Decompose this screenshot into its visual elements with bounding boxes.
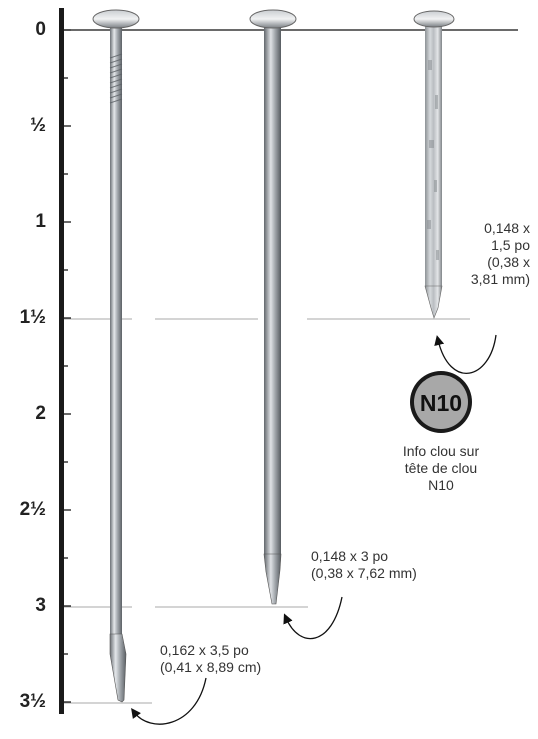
nail-3-shank <box>425 24 442 286</box>
nail-3-spec-line-1: 0,148 x <box>484 220 530 236</box>
nail-3-5-in <box>92 9 140 703</box>
ruler-label-3-half: 3½ <box>19 691 46 712</box>
ruler-label-2: 2 <box>35 403 46 424</box>
nail-1-5-in <box>413 10 455 319</box>
ruler <box>59 8 71 714</box>
nail-1-head <box>92 9 140 29</box>
nail-3-galvanized-texture <box>427 60 439 260</box>
nail-2-spec-line-2: (0,38 x 7,62 mm) <box>311 565 417 581</box>
ruler-bar <box>59 8 64 714</box>
badge-caption-line-3: N10 <box>428 477 454 493</box>
nail-1-spec-line-2: (0,41 x 8,89 cm) <box>160 659 262 675</box>
nail-3-spec-line-3: (0,38 x <box>487 254 530 270</box>
nail-1-ring-grip <box>109 53 123 104</box>
nail-2-point <box>263 553 282 605</box>
nail-3-spec: 0,148 x 1,5 po (0,38 x 3,81 mm) <box>460 220 530 288</box>
nail-1-spec-line-1: 0,162 x 3,5 po <box>160 642 249 658</box>
badge-caption-line-1: Info clou sur <box>402 443 480 459</box>
nail-1-shank <box>110 24 122 634</box>
nail-3-point <box>424 285 443 319</box>
ruler-label-1-half: 1½ <box>19 307 46 328</box>
nail-2-spec: 0,148 x 3 po (0,38 x 7,62 mm) <box>311 548 417 582</box>
nail-3-arrow <box>434 334 497 374</box>
nail-1-point <box>109 633 127 703</box>
nail-3-in <box>249 9 297 605</box>
ruler-label-3: 3 <box>35 595 46 616</box>
badge-code: N10 <box>420 390 462 416</box>
nail-1-spec: 0,162 x 3,5 po (0,41 x 8,89 cm) <box>160 642 261 676</box>
nail-head-badge: N10 <box>410 371 472 433</box>
nail-2-shank <box>264 24 281 554</box>
ruler-label-half: ½ <box>30 115 46 136</box>
badge-caption-line-2: tête de clou <box>404 460 478 476</box>
nail-2-head <box>249 9 297 29</box>
ruler-ticks <box>59 29 71 703</box>
nail-1-arrow <box>131 677 207 725</box>
nail-2-arrow <box>283 596 343 640</box>
badge-caption: Info clou sur tête de clou N10 <box>381 443 501 494</box>
ruler-label-1: 1 <box>35 211 46 232</box>
nail-3-spec-line-2: 1,5 po <box>491 237 530 253</box>
badge-fill <box>414 375 468 429</box>
nail-3-spec-line-4: 3,81 mm) <box>470 271 530 287</box>
nail-3-head <box>413 10 455 28</box>
ruler-label-0: 0 <box>35 19 46 40</box>
nail-2-spec-line-1: 0,148 x 3 po <box>311 548 389 564</box>
ruler-label-2-half: 2½ <box>19 499 46 520</box>
